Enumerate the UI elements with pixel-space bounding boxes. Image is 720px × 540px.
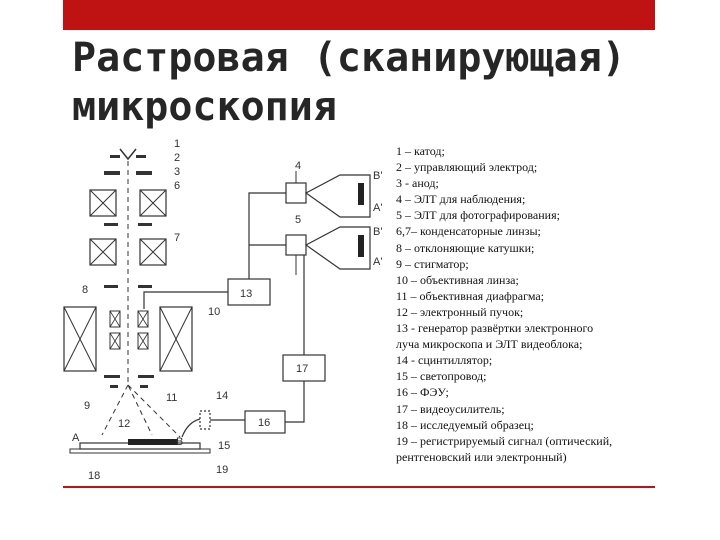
scan-wire-coils	[143, 291, 228, 309]
legend-item: рентгеновский или электронный)	[396, 449, 567, 464]
label-B1: B'	[373, 170, 382, 182]
stigmator-left	[104, 375, 120, 378]
deflection-coil-left-upper	[109, 310, 121, 328]
legend-item: 15 – светопровод;	[396, 369, 487, 384]
legend-item: 14 - сцинтиллятор;	[396, 353, 493, 368]
scan-wire-crt	[248, 192, 286, 279]
label-2: 2	[174, 152, 180, 164]
deflection-coil-right-upper	[137, 310, 149, 328]
legend-item: 16 – ФЭУ;	[396, 385, 449, 400]
objective-lens-right	[159, 306, 193, 372]
label-A1: A'	[373, 202, 382, 214]
label-B2: B'	[373, 226, 382, 238]
aperture-left	[110, 385, 118, 388]
label-7: 7	[174, 232, 180, 244]
microscope-diagram: 1 2 3 4 5 6 7 8 9 10 11 12 13 14 15 16 1…	[40, 135, 392, 485]
crt-photo-box	[285, 234, 307, 256]
label-4: 4	[295, 160, 301, 172]
legend-item: 10 – объективная линза;	[396, 272, 519, 287]
anode-right	[136, 171, 152, 175]
specimen	[128, 439, 178, 445]
deflection-coil-left-lower	[109, 332, 121, 350]
light-guide	[181, 418, 201, 438]
slide-title: Растровая (сканирующая) микроскопия	[72, 34, 672, 132]
legend-item: 13 - генератор развёртки электронного	[396, 321, 594, 336]
legend: 1 – катод; 2 – управляющий электрод; 3 -…	[396, 143, 676, 465]
control-electrode-right	[136, 155, 146, 158]
label-A2: A'	[373, 256, 382, 268]
legend-item: 8 – отклоняющие катушки;	[396, 240, 535, 255]
bottom-divider	[63, 486, 655, 488]
legend-item: 18 – исследуемый образец;	[396, 417, 534, 432]
legend-item: 5 – ЭЛТ для фотографирования;	[396, 208, 560, 223]
control-electrode-left	[110, 155, 120, 158]
condenser-lens-7-right	[139, 238, 167, 266]
label-3: 3	[174, 166, 180, 178]
label-14: 14	[216, 390, 228, 402]
legend-item: 17 – видеоусилитель;	[396, 401, 505, 416]
condenser-lens-7-left	[89, 238, 117, 266]
label-A: A	[72, 432, 80, 444]
legend-item: 2 – управляющий электрод;	[396, 160, 538, 175]
crt-photo	[304, 226, 371, 270]
label-10: 10	[208, 306, 220, 318]
label-12: 12	[118, 418, 130, 430]
scintillator	[199, 410, 211, 430]
legend-item: луча микроскопа и ЭЛТ видеоблока;	[396, 337, 583, 352]
label-11: 11	[166, 392, 177, 404]
condenser-lens-6-right	[139, 189, 167, 217]
label-B: B	[176, 436, 183, 448]
label-1: 1	[174, 138, 180, 150]
crt-observation-box	[285, 182, 307, 204]
legend-item: 19 – регистрируемый сигнал (оптический,	[396, 433, 613, 448]
title-bar	[63, 0, 655, 30]
electron-beam	[101, 161, 181, 438]
legend-item: 9 – стигматор;	[396, 256, 469, 271]
crt-observation	[304, 174, 371, 218]
label-8: 8	[82, 284, 88, 296]
aperture-right	[140, 385, 148, 388]
label-16: 16	[258, 417, 270, 429]
microscope-schematic: 1 2 3 4 5 6 7 8 9 10 11 12 13 14 15 16 1…	[63, 138, 382, 482]
label-13: 13	[240, 288, 252, 300]
legend-item: 3 - анод;	[396, 176, 439, 191]
legend-item: 4 – ЭЛТ для наблюдения;	[396, 192, 526, 207]
stigmator-right	[138, 375, 154, 378]
legend-item: 1 – катод;	[396, 144, 445, 158]
label-15: 15	[218, 440, 230, 452]
cathode	[119, 148, 137, 161]
objective-lens-left	[63, 306, 97, 372]
label-17: 17	[296, 363, 308, 375]
title-line-2: микроскопия	[72, 84, 337, 130]
legend-item: 12 – электронный пучок;	[396, 304, 524, 319]
deflection-coil-right-lower	[137, 332, 149, 350]
label-5: 5	[295, 214, 301, 226]
legend-item: 6,7– конденсаторные линзы;	[396, 224, 541, 239]
label-18: 18	[88, 470, 100, 482]
label-9: 9	[84, 400, 90, 412]
label-6: 6	[174, 180, 180, 192]
condenser-lens-6-left	[89, 189, 117, 217]
label-19: 19	[216, 464, 228, 476]
legend-item: 11 – объективная диафрагма;	[396, 288, 545, 303]
title-line-1: Растровая (сканирующая)	[72, 35, 626, 81]
anode-left	[104, 171, 120, 175]
